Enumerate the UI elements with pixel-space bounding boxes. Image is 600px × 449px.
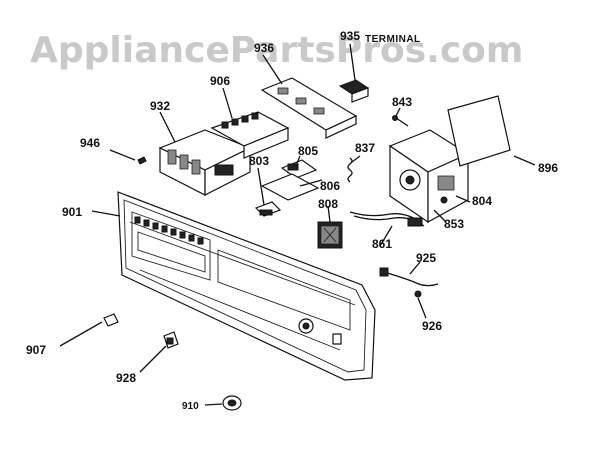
part-805 [280,159,318,179]
callout-843: 843 [392,95,412,109]
callout-946: 946 [80,136,100,150]
callout-936: 936 [254,41,274,55]
part-806 [260,173,320,201]
wire-harness-861 [349,211,425,227]
part-906 [210,111,290,159]
callout-901: 901 [62,205,82,219]
part-910 [222,395,242,411]
callout-803: 803 [249,154,269,168]
panel-buttons [134,216,204,245]
callout-861: 861 [372,237,392,251]
part-932 [158,129,252,196]
part-808 [317,221,343,249]
callout-925: 925 [416,251,436,265]
callout-906: 906 [210,74,230,88]
part-928 [163,331,179,349]
part-935-terminal [338,79,370,103]
callout-928: 928 [116,371,136,385]
callout-926: 926 [422,319,442,333]
timer-module [388,129,470,224]
callout-896: 896 [538,161,558,175]
terminal-label: TERMINAL [365,34,421,45]
callout-935: 935 [340,29,360,43]
callout-837: 837 [355,141,375,155]
part-837 [347,157,353,183]
part-936 [260,77,358,139]
callout-806: 806 [320,179,340,193]
callout-910: 910 [182,401,199,412]
part-896 [447,95,511,167]
part-803 [254,201,282,217]
callout-853: 853 [444,217,464,231]
callout-labels: 936 935 TERMINAL 906 932 946 803 805 806… [26,29,558,412]
leader-lines [59,43,536,406]
part-925 [379,267,439,287]
part-946 [137,156,147,165]
part-843 [392,115,409,127]
callout-805: 805 [298,144,318,158]
watermark: AppliancePartsPros.com [30,30,523,71]
control-panel-901 [117,191,376,381]
part-907 [103,313,119,327]
part-926 [414,290,422,298]
callout-804: 804 [472,194,492,208]
callout-932: 932 [150,99,170,113]
callout-907: 907 [26,343,46,357]
callout-808: 808 [318,197,338,211]
